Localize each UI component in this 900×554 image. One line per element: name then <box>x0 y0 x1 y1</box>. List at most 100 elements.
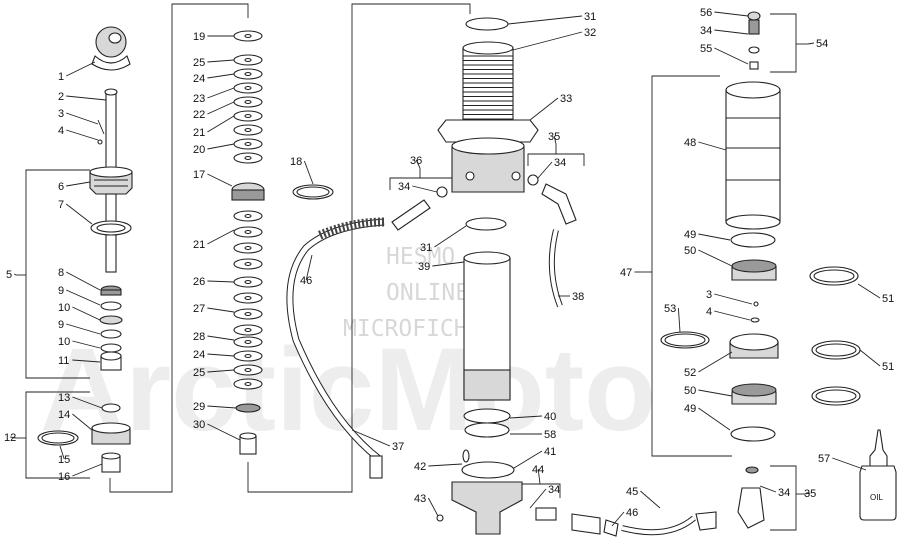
leader-line <box>72 463 103 477</box>
callout-9: 9 <box>58 319 64 331</box>
rod-assembly <box>37 26 133 473</box>
leader-line <box>72 396 103 409</box>
callout-21: 21 <box>193 127 205 139</box>
callout-17: 17 <box>193 169 205 181</box>
callout-34: 34 <box>700 25 712 37</box>
leader-line <box>857 283 881 299</box>
callout-7: 7 <box>58 199 64 211</box>
piston-rod <box>105 91 117 173</box>
leader-line <box>677 307 681 333</box>
callout-18: 18 <box>290 156 302 168</box>
callout-27: 27 <box>193 303 205 315</box>
leader-line <box>207 229 235 245</box>
leader-line <box>698 141 727 151</box>
leader-line <box>66 289 101 306</box>
leader-line <box>13 273 17 276</box>
oil-bottle: OIL <box>859 429 897 521</box>
leader-line <box>207 115 235 133</box>
leader-line <box>714 11 749 17</box>
callout-34: 34 <box>778 487 790 499</box>
callout-49: 49 <box>684 403 696 415</box>
callout-44: 44 <box>532 464 544 476</box>
callout-10: 10 <box>58 336 70 348</box>
reservoir-cylinder <box>725 89 781 223</box>
leader-line <box>714 29 749 35</box>
callout-45: 45 <box>626 486 638 498</box>
leader-line <box>207 87 235 99</box>
oil-bottle-body <box>859 465 897 521</box>
body-base <box>451 481 523 535</box>
callout-39: 39 <box>418 261 430 273</box>
leader-line <box>553 135 557 145</box>
callout-14: 14 <box>58 409 70 421</box>
callout-43: 43 <box>414 493 426 505</box>
leader-line <box>714 310 751 321</box>
callout-22: 22 <box>193 109 205 121</box>
leader-line <box>59 445 65 460</box>
leader-line <box>529 97 559 121</box>
watermark-line-2: ONLINE <box>386 280 469 306</box>
leader-line <box>207 173 233 187</box>
leader-line <box>207 280 235 283</box>
leader-line <box>759 485 777 493</box>
callout-29: 29 <box>193 401 205 413</box>
callout-48: 48 <box>684 137 696 149</box>
leader-line <box>807 42 815 45</box>
leader-line <box>66 181 91 187</box>
callout-35: 35 <box>804 488 816 500</box>
leader-line <box>303 160 314 185</box>
callout-36: 36 <box>410 155 422 167</box>
threaded-collar <box>462 47 514 131</box>
leader-line <box>611 511 625 527</box>
leader-line <box>415 159 421 169</box>
leader-line <box>698 389 733 397</box>
callout-51: 51 <box>882 361 894 373</box>
leader-line <box>207 423 241 441</box>
callout-23: 23 <box>193 93 205 105</box>
leader-line <box>66 112 99 125</box>
callout-13: 13 <box>58 392 70 404</box>
leader-line <box>72 340 101 349</box>
callout-30: 30 <box>193 419 205 431</box>
callout-4: 4 <box>706 306 712 318</box>
callouts: 1234567891091011121314151619252423222120… <box>4 7 894 527</box>
leader-line <box>207 405 237 409</box>
callout-28: 28 <box>193 331 205 343</box>
reservoir-assembly <box>660 11 861 529</box>
callout-34: 34 <box>554 157 566 169</box>
callout-1: 1 <box>58 71 64 83</box>
leader-line <box>412 185 438 193</box>
oil-label: OIL <box>870 493 883 502</box>
callout-10: 10 <box>58 302 70 314</box>
callout-35: 35 <box>548 131 560 143</box>
callout-26: 26 <box>193 276 205 288</box>
watermark-brand: ArcticMoto <box>40 324 656 456</box>
leader-line <box>512 31 583 51</box>
leader-line <box>537 161 553 179</box>
callout-4: 4 <box>58 125 64 137</box>
callout-46: 46 <box>300 275 312 287</box>
callout-21: 21 <box>193 239 205 251</box>
leader-line <box>351 429 391 447</box>
callout-20: 20 <box>193 144 205 156</box>
callout-11: 11 <box>58 355 69 367</box>
leader-line <box>207 335 235 341</box>
leader-line <box>803 492 811 495</box>
leader-line <box>207 369 235 373</box>
callout-46: 46 <box>626 507 638 519</box>
leader-line <box>207 143 235 150</box>
leader-line <box>432 261 465 267</box>
callout-37: 37 <box>392 441 404 453</box>
callout-19: 19 <box>193 31 205 43</box>
callout-6: 6 <box>58 181 64 193</box>
group-brackets <box>16 3 808 531</box>
callout-38: 38 <box>572 291 584 303</box>
leader-line <box>207 353 235 357</box>
leader-line <box>434 225 467 248</box>
leader-line <box>509 415 543 419</box>
leader-line <box>513 450 543 469</box>
callout-58: 58 <box>544 429 556 441</box>
callout-56: 56 <box>700 7 712 19</box>
